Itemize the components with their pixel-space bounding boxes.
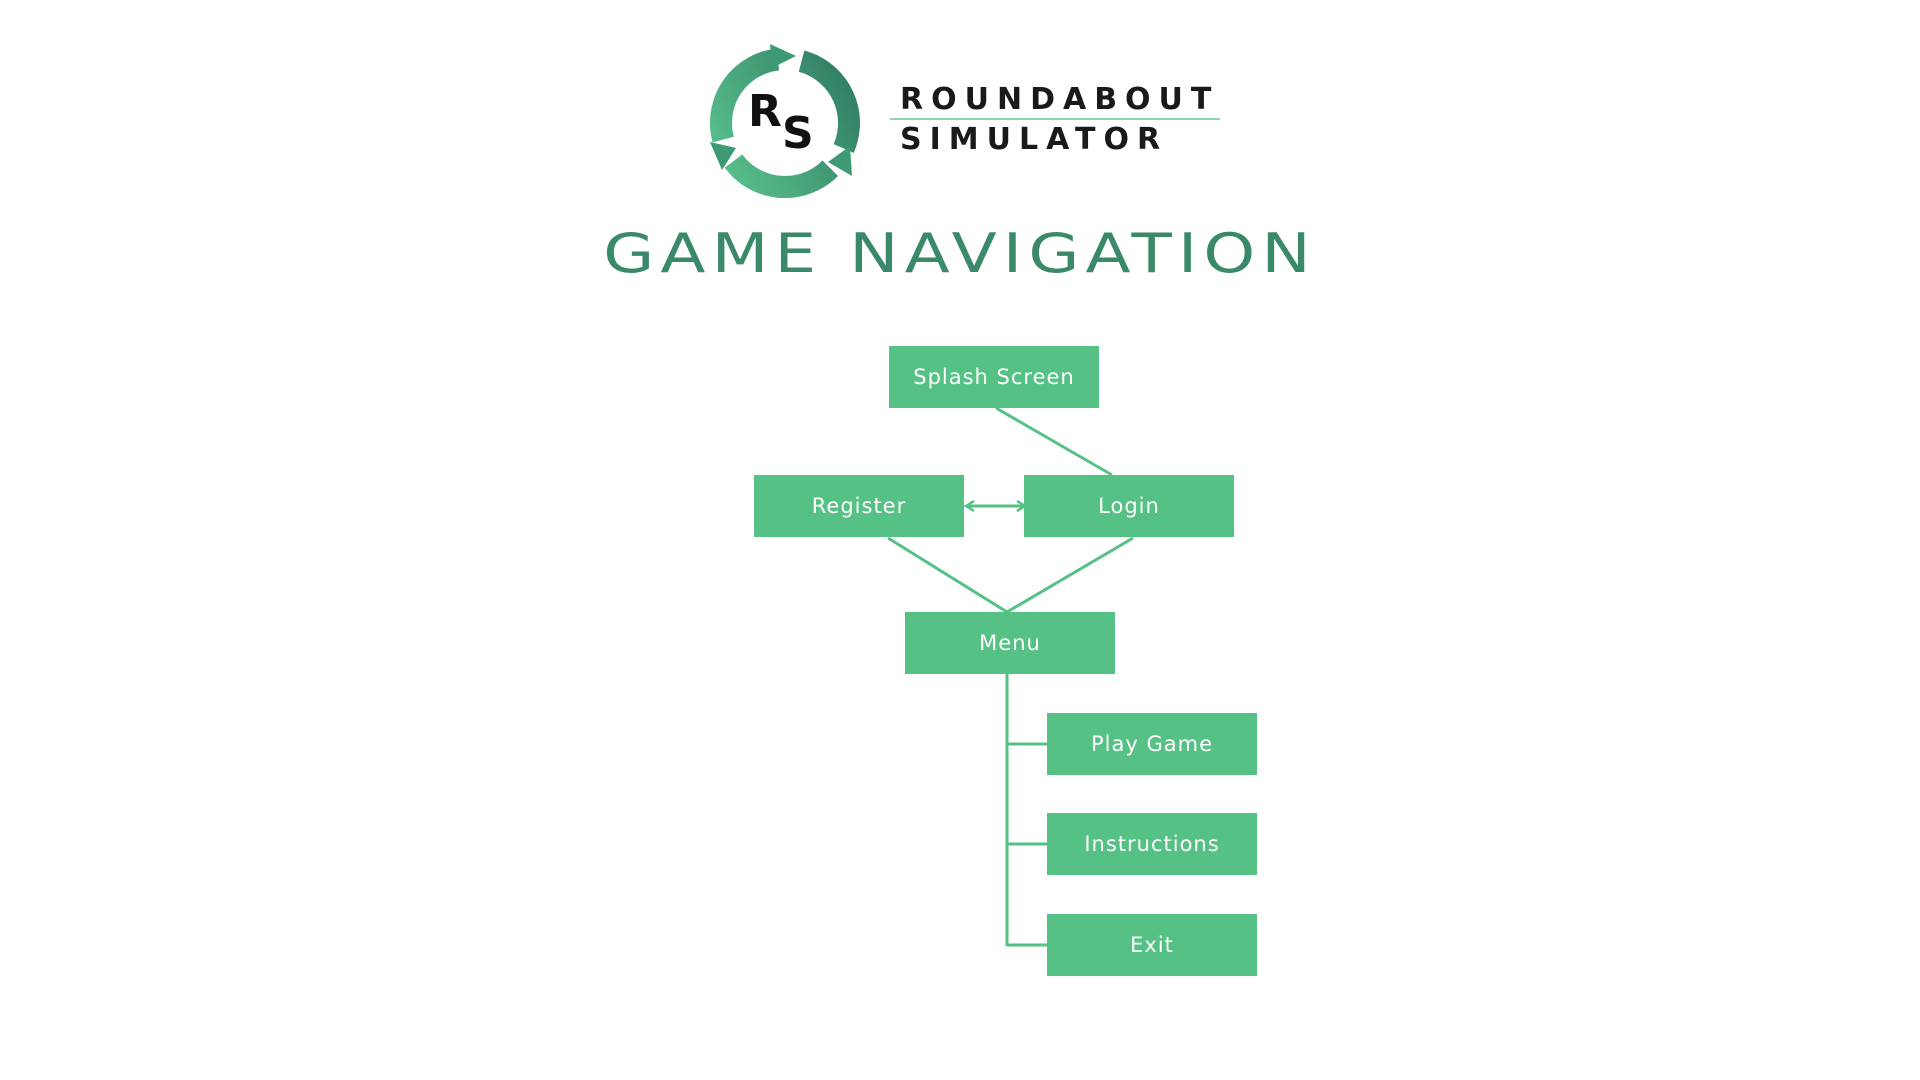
node-play-game: Play Game [1047,713,1257,775]
brand-line-1: ROUNDABOUT [900,82,1220,117]
edge-splash-to-login [995,406,1113,477]
edge-login-to-menu [1006,536,1134,614]
page-title: GAME NAVIGATION [603,222,1317,285]
brand-line-2: SIMULATOR [900,122,1169,157]
monogram-r: R [748,86,782,137]
node-instructions: Instructions [1047,813,1257,875]
monogram-s: S [782,108,814,159]
node-login: Login [1024,475,1234,537]
edge-register-to-menu [887,536,1008,614]
node-splash-screen: Splash Screen [889,346,1099,408]
roundabout-simulator-logo: R S ROUNDABOUT SIMULATOR [700,38,1240,208]
node-exit: Exit [1047,914,1257,976]
node-register: Register [754,475,964,537]
roundabout-arrows-icon: R S [710,44,860,198]
brand-divider [890,118,1220,120]
node-menu: Menu [905,612,1115,674]
